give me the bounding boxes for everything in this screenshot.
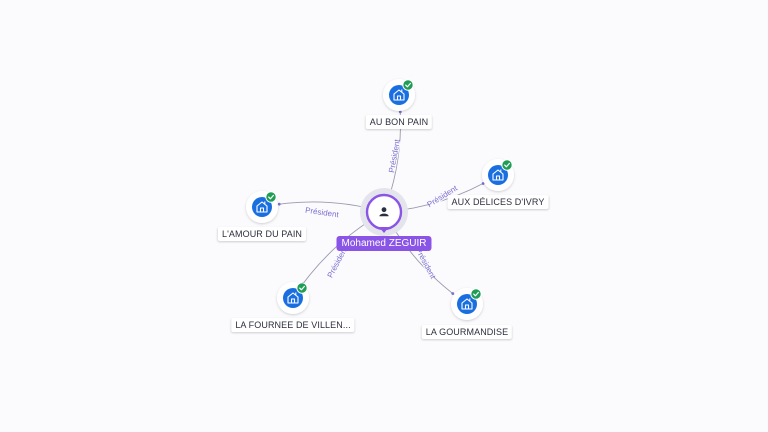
edge-label-president: Président <box>305 206 340 220</box>
edge-label-president: Président <box>387 138 402 174</box>
company-node[interactable] <box>451 288 483 320</box>
building-icon <box>492 169 504 181</box>
building-icon <box>256 201 268 213</box>
edge-label-bg <box>426 183 457 208</box>
verified-check-icon <box>402 79 414 91</box>
company-name-label[interactable]: LA GOURMANDISE <box>421 325 513 339</box>
edge-label-bg <box>306 204 338 219</box>
edge-arrow-marker <box>481 182 485 185</box>
building-icon <box>287 292 299 304</box>
building-icon <box>461 298 473 310</box>
verified-check-icon <box>470 288 482 300</box>
verified-check-icon <box>296 282 308 294</box>
company-node[interactable] <box>482 159 514 191</box>
person-name-label[interactable]: Mohamed ZEGUIR <box>336 236 432 251</box>
verified-check-icon <box>501 159 513 171</box>
building-icon <box>393 89 405 101</box>
person-node[interactable] <box>360 188 408 236</box>
edge-label-president: Président <box>414 246 438 281</box>
edge-label-bg <box>386 140 401 172</box>
company-name-label[interactable]: AU BON PAIN <box>365 115 433 129</box>
edge-arrow-marker <box>451 292 455 295</box>
edge-label-bg <box>415 247 438 279</box>
person-icon <box>379 207 389 217</box>
company-node[interactable] <box>246 191 278 223</box>
company-name-label[interactable]: LA FOURNEE DE VILLEN... <box>231 318 355 332</box>
company-name-label[interactable]: L'AMOUR DU PAIN <box>217 227 307 241</box>
verified-check-icon <box>265 191 277 203</box>
edge-arrow-marker <box>277 202 281 206</box>
company-node[interactable] <box>277 282 309 314</box>
edge-arrow-marker <box>398 110 402 114</box>
company-node[interactable] <box>383 79 415 111</box>
company-name-label[interactable]: AUX DÉLICES D'IVRY <box>447 195 549 209</box>
edge-label-bg <box>325 246 348 278</box>
person-node-pointer <box>379 227 389 233</box>
